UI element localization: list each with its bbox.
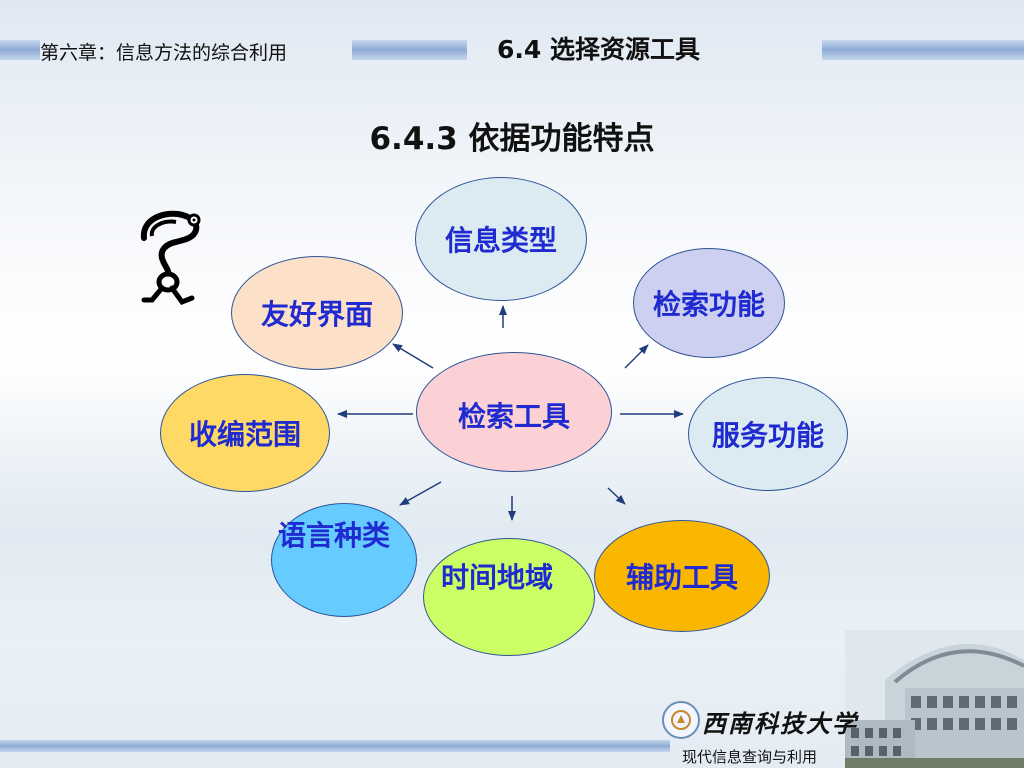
node-time-region-label: 时间地域 (441, 561, 554, 594)
node-friendly-interface-label: 友好界面 (260, 298, 373, 331)
arrow-to-language-type (399, 481, 442, 506)
node-auxiliary-tools: 辅助工具 (594, 520, 770, 632)
node-search-tools-center-label: 检索工具 (457, 400, 570, 433)
course-name: 现代信息查询与利用 (682, 748, 818, 766)
slide-title: 6.4.3 依据功能特点 (369, 121, 655, 157)
node-auxiliary-tools-label: 辅助工具 (625, 561, 738, 594)
node-language-type (271, 503, 417, 617)
arrow-to-search-function (624, 344, 649, 369)
node-friendly-interface: 友好界面 (231, 256, 403, 370)
university-seal-icon (662, 701, 700, 739)
campus-building-image (845, 630, 1024, 768)
node-search-function: 检索功能 (633, 248, 785, 358)
university-name: 西南科技大学 (702, 709, 858, 738)
arrow-to-friendly-interface (392, 343, 434, 369)
node-service-function-label: 服务功能 (711, 419, 824, 452)
header-stripe-left (0, 40, 40, 60)
header-stripe-middle (352, 40, 467, 60)
header-stripe-right (822, 40, 1024, 60)
node-search-function-label: 检索功能 (652, 288, 765, 321)
node-info-type-label: 信息类型 (444, 224, 557, 257)
section-title: 6.4 选择资源工具 (497, 35, 700, 64)
arrow-to-auxiliary-tools (607, 487, 626, 505)
node-search-tools-center: 检索工具 (416, 352, 612, 472)
footer-stripe (0, 740, 670, 752)
node-service-function: 服务功能 (688, 377, 848, 491)
chapter-title: 第六章：信息方法的综合利用 (40, 42, 288, 64)
question-mark-figure-icon (140, 210, 201, 306)
node-time-region (423, 538, 595, 656)
node-collection-scope: 收编范围 (160, 374, 330, 492)
node-info-type: 信息类型 (415, 177, 587, 301)
node-language-type-label: 语言种类 (278, 519, 391, 552)
node-collection-scope-label: 收编范围 (188, 418, 301, 451)
